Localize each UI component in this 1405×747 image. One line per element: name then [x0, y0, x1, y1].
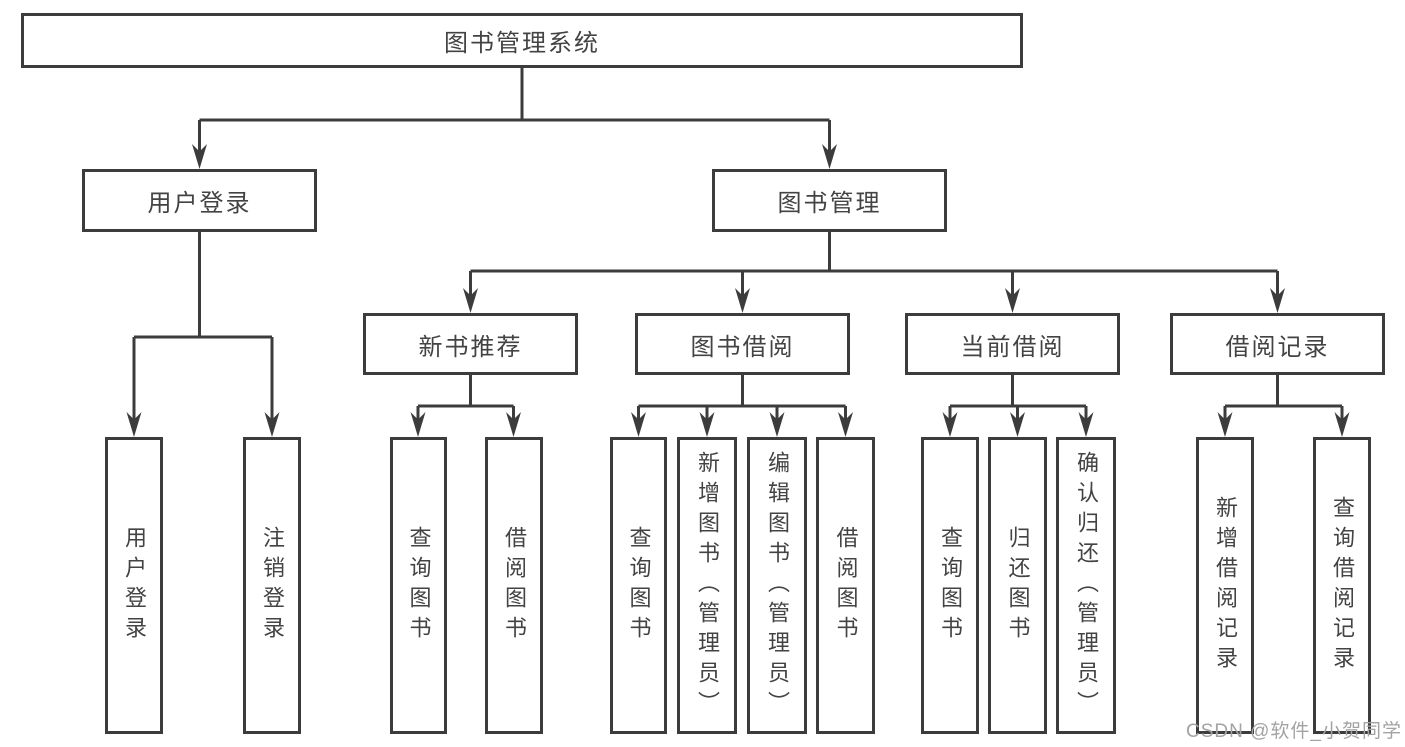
leaf-return-books: 归还图书 — [988, 437, 1047, 734]
leaf-add-books-admin-label: 新增图书（管理员） — [695, 450, 720, 721]
arrowhead — [822, 144, 837, 169]
leaf-recommend-borrow-books: 借阅图书 — [485, 437, 543, 734]
node-book-management: 图书管理 — [712, 169, 947, 232]
leaf-edit-books-admin-label: 编辑图书（管理员） — [765, 450, 790, 721]
arrowhead — [631, 412, 646, 437]
leaf-logout-label: 注销登录 — [260, 525, 285, 646]
leaf-logout: 注销登录 — [243, 437, 301, 734]
arrowhead — [126, 412, 142, 437]
leaf-confirm-return-admin-label: 确认归还（管理员） — [1074, 450, 1099, 721]
arrowhead — [1005, 288, 1020, 313]
leaf-query-borrow-record-label: 查询借阅记录 — [1330, 495, 1355, 676]
leaf-current-query-books-label: 查询图书 — [938, 525, 963, 646]
leaf-borrowing-borrow-books-label: 借阅图书 — [833, 525, 859, 646]
leaf-borrowing-query-books: 查询图书 — [610, 437, 667, 734]
arrowhead — [942, 412, 958, 437]
leaf-return-books-label: 归还图书 — [1005, 525, 1031, 646]
node-book-management-label: 图书管理 — [777, 190, 882, 217]
leaf-recommend-query-books: 查询图书 — [390, 437, 447, 734]
leaf-current-query-books: 查询图书 — [921, 437, 979, 734]
arrowhead — [1334, 412, 1350, 437]
leaf-recommend-borrow-books-label: 借阅图书 — [502, 525, 527, 646]
leaf-user-login: 用户登录 — [105, 437, 163, 734]
node-user-login-label: 用户登录 — [147, 190, 252, 217]
arrowhead — [1010, 412, 1025, 437]
leaf-add-books-admin: 新增图书（管理员） — [677, 437, 737, 734]
node-book-borrowing-label: 图书借阅 — [690, 333, 795, 361]
leaf-query-borrow-record: 查询借阅记录 — [1313, 437, 1371, 734]
leaf-borrowing-query-books-label: 查询图书 — [626, 525, 652, 646]
arrowhead — [699, 412, 715, 437]
node-book-borrowing: 图书借阅 — [635, 313, 850, 375]
node-root: 图书管理系统 — [21, 13, 1023, 68]
leaf-add-borrow-record: 新增借阅记录 — [1196, 437, 1254, 734]
leaf-confirm-return-admin: 确认归还（管理员） — [1056, 437, 1116, 734]
arrowhead — [1270, 288, 1285, 313]
arrowhead — [1078, 412, 1094, 437]
arrowhead — [463, 288, 478, 313]
arrowhead — [769, 412, 785, 437]
leaf-recommend-query-books-label: 查询图书 — [406, 525, 432, 646]
arrowhead — [192, 144, 207, 169]
arrowhead — [735, 288, 750, 313]
node-current-borrowing-label: 当前借阅 — [960, 333, 1065, 361]
arrowhead — [506, 412, 521, 437]
arrowhead — [264, 412, 280, 437]
connector-lines — [132, 68, 1344, 421]
arrowhead — [1217, 412, 1233, 437]
leaf-borrowing-borrow-books: 借阅图书 — [816, 437, 875, 734]
leaf-edit-books-admin: 编辑图书（管理员） — [747, 437, 807, 734]
node-user-login: 用户登录 — [82, 169, 317, 232]
node-new-book-recommendation: 新书推荐 — [363, 313, 578, 375]
node-root-label: 图书管理系统 — [444, 30, 600, 57]
leaf-add-borrow-record-label: 新增借阅记录 — [1213, 495, 1238, 676]
arrowhead — [410, 412, 426, 437]
node-borrowing-records: 借阅记录 — [1170, 313, 1385, 375]
leaf-user-login-label: 用户登录 — [122, 525, 147, 646]
node-new-book-recommendation-label: 新书推荐 — [418, 333, 523, 361]
csdn-watermark: CSDN @软件_小贺同学 — [1186, 721, 1402, 742]
node-borrowing-records-label: 借阅记录 — [1225, 333, 1330, 361]
arrowhead — [838, 412, 853, 437]
node-current-borrowing: 当前借阅 — [905, 313, 1120, 375]
